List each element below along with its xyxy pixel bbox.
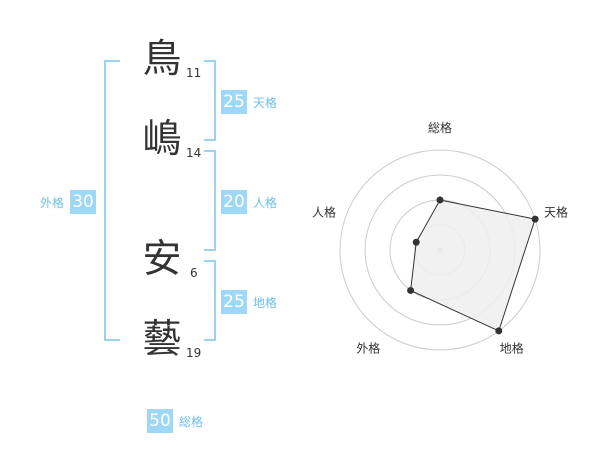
jinkaku-badge: 20 人格 bbox=[221, 190, 277, 214]
radar-axis-label: 天格 bbox=[544, 204, 568, 219]
radar-point bbox=[495, 327, 503, 335]
chikaku-bracket bbox=[204, 260, 216, 341]
radar-point bbox=[436, 196, 444, 204]
tenkaku-badge: 25 天格 bbox=[221, 90, 277, 114]
tenkaku-bracket bbox=[204, 60, 216, 141]
chikaku-value: 25 bbox=[221, 290, 247, 314]
radar-grid-ring bbox=[339, 149, 541, 351]
gaikaku-value: 30 bbox=[70, 190, 97, 214]
radar-axis-label: 地格 bbox=[500, 341, 524, 356]
tenkaku-value: 25 bbox=[221, 90, 247, 114]
jinkaku-value: 20 bbox=[221, 190, 247, 214]
name-char-4: 藝 bbox=[142, 317, 182, 362]
soukaku-value: 50 bbox=[147, 409, 173, 433]
soukaku-label: 総格 bbox=[179, 414, 204, 429]
tenkaku-label: 天格 bbox=[253, 95, 278, 110]
gaikaku-label: 外格 bbox=[40, 195, 65, 210]
jinkaku-label: 人格 bbox=[253, 195, 278, 210]
soukaku-badge: 50 総格 bbox=[147, 409, 203, 433]
stroke-count-3: 6 bbox=[190, 266, 198, 280]
name-char-1: 鳥 bbox=[142, 37, 182, 82]
jinkaku-bracket bbox=[204, 150, 216, 251]
radar-axis-label: 総格 bbox=[428, 120, 452, 135]
stroke-count-1: 11 bbox=[186, 66, 202, 80]
radar-axis-label: 人格 bbox=[312, 204, 336, 219]
radar-axis-label: 外格 bbox=[356, 341, 380, 356]
radar-point bbox=[412, 238, 420, 246]
radar-point bbox=[531, 215, 539, 223]
chikaku-label: 地格 bbox=[253, 295, 278, 310]
chikaku-badge: 25 地格 bbox=[221, 290, 277, 314]
gaikaku-badge: 外格 30 bbox=[40, 190, 97, 214]
radar-value-polygon bbox=[410, 199, 536, 332]
radar-point bbox=[407, 286, 415, 294]
stroke-count-4: 19 bbox=[186, 346, 202, 360]
gaikaku-bracket bbox=[104, 60, 120, 341]
name-char-3: 安 bbox=[142, 237, 182, 282]
stroke-count-2: 14 bbox=[186, 146, 202, 160]
name-char-2: 嶋 bbox=[142, 117, 182, 162]
